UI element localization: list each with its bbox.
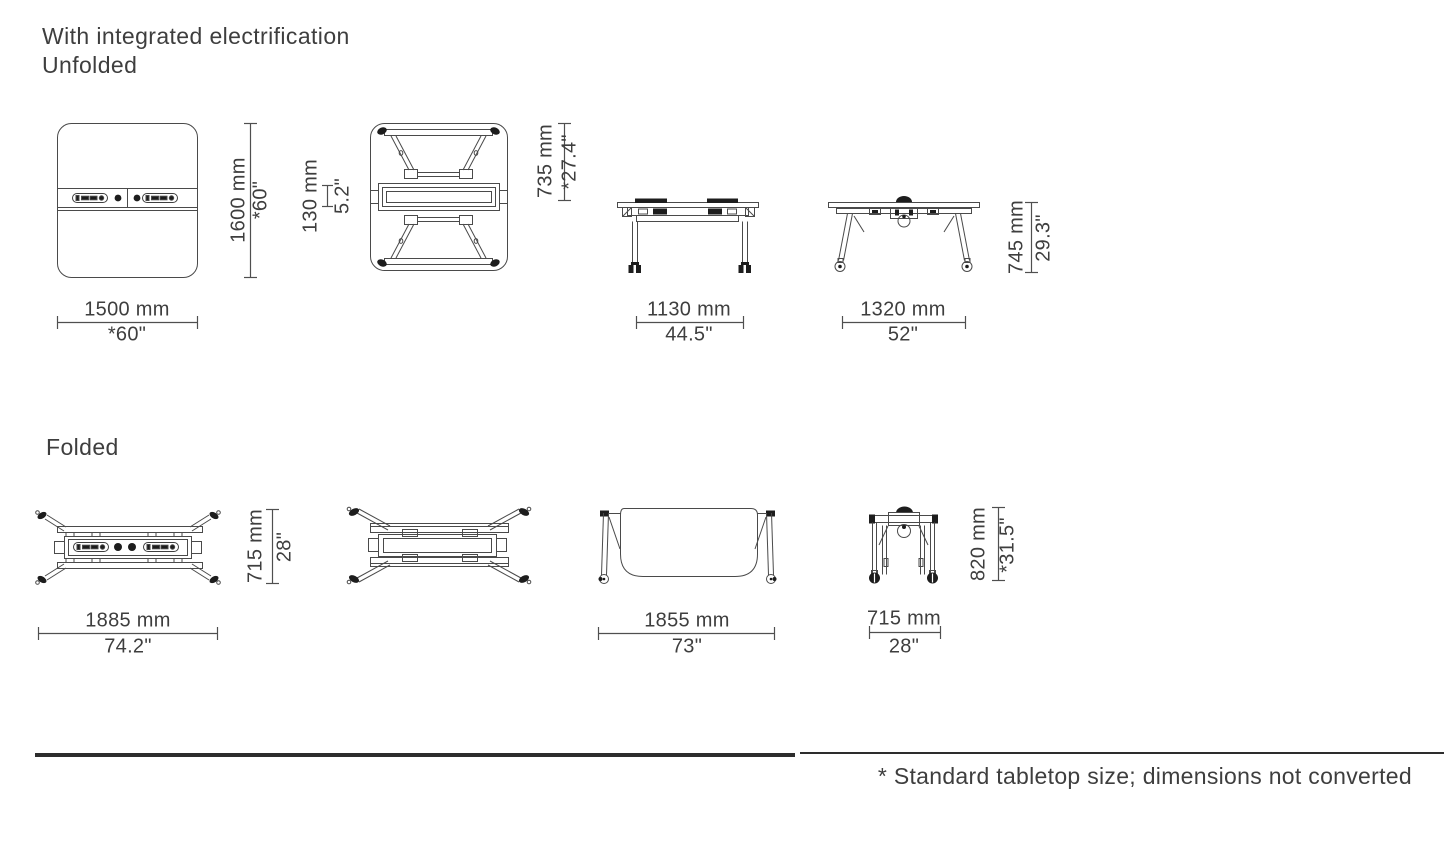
- dim-label-end-height-in: 29.3": [1032, 214, 1055, 262]
- dim-label-folded-depth-mm: 715 mm: [244, 508, 267, 584]
- dim-line-side-width: [635, 316, 745, 329]
- dim-line-folded-width: [37, 627, 219, 640]
- dim-line-folded-end-width: [868, 626, 942, 639]
- title-line-2: Unfolded: [42, 52, 138, 78]
- unfolded-end-view-drawing: [828, 196, 980, 272]
- dim-line-end-height: [1025, 201, 1038, 274]
- folded-section-label: Folded: [46, 434, 119, 460]
- dim-label-folded-end-width-in: 28": [888, 635, 920, 658]
- folded-side-view-drawing: [598, 508, 777, 584]
- footnote: * Standard tabletop size; dimensions not…: [877, 763, 1412, 789]
- title-line-1: With integrated electrification: [42, 23, 350, 49]
- bottom-rule-left: [35, 753, 795, 757]
- dim-label-leg-span-mm: 735 mm: [534, 123, 557, 199]
- dim-line-end-width: [841, 316, 967, 329]
- dim-label-channel-mm: 130 mm: [299, 158, 322, 234]
- dim-label-unfolded-width-in: *60": [107, 323, 147, 346]
- dim-line-unfolded-height: [244, 122, 257, 279]
- dim-label-folded-height-mm: 820 mm: [967, 506, 990, 582]
- dim-label-folded-side-width-mm: 1855 mm: [644, 609, 730, 632]
- dim-label-unfolded-width-mm: 1500 mm: [84, 298, 170, 321]
- dim-label-unfolded-height-in: *60": [249, 180, 272, 220]
- dim-label-folded-side-width-in: 73": [671, 635, 703, 658]
- dim-label-folded-end-width-mm: 715 mm: [866, 607, 942, 630]
- dim-label-folded-width-in: 74.2": [104, 635, 152, 658]
- unfolded-top-view-drawing: [57, 123, 198, 278]
- dim-label-side-width-mm: 1130 mm: [647, 298, 731, 321]
- dim-line-leg-span: [558, 122, 571, 202]
- dim-label-channel-in: 5.2": [331, 177, 354, 215]
- dim-label-unfolded-height-mm: 1600 mm: [227, 157, 250, 243]
- dim-label-end-width-mm: 1320 mm: [860, 298, 946, 321]
- dim-line-unfolded-width: [56, 316, 199, 329]
- dim-line-channel: [322, 184, 333, 208]
- dim-label-folded-height-in: *31.5": [996, 517, 1019, 573]
- unfolded-side-view-drawing: [617, 198, 759, 273]
- dim-label-end-height-mm: 745 mm: [1005, 199, 1028, 275]
- folded-end-view-drawing: [869, 506, 938, 584]
- dim-label-leg-span-in: *27.4": [558, 134, 581, 190]
- bottom-rule-right: [800, 752, 1444, 754]
- dim-line-folded-depth: [266, 508, 279, 585]
- unfolded-underside-view-drawing: [370, 123, 508, 271]
- folded-top-view-drawing: [35, 510, 221, 585]
- dim-line-folded-height: [992, 506, 1005, 582]
- dim-label-folded-depth-in: 28": [273, 531, 296, 563]
- folded-underside-view-drawing: [346, 506, 532, 585]
- dim-label-side-width-in: 44.5": [665, 323, 713, 346]
- dim-label-folded-width-mm: 1885 mm: [85, 609, 171, 632]
- dim-label-end-width-in: 52": [887, 323, 919, 346]
- dim-line-folded-side-width: [597, 627, 776, 640]
- dimension-lines: [37, 122, 1038, 640]
- page-title: With integrated electrification Unfolded: [42, 22, 350, 80]
